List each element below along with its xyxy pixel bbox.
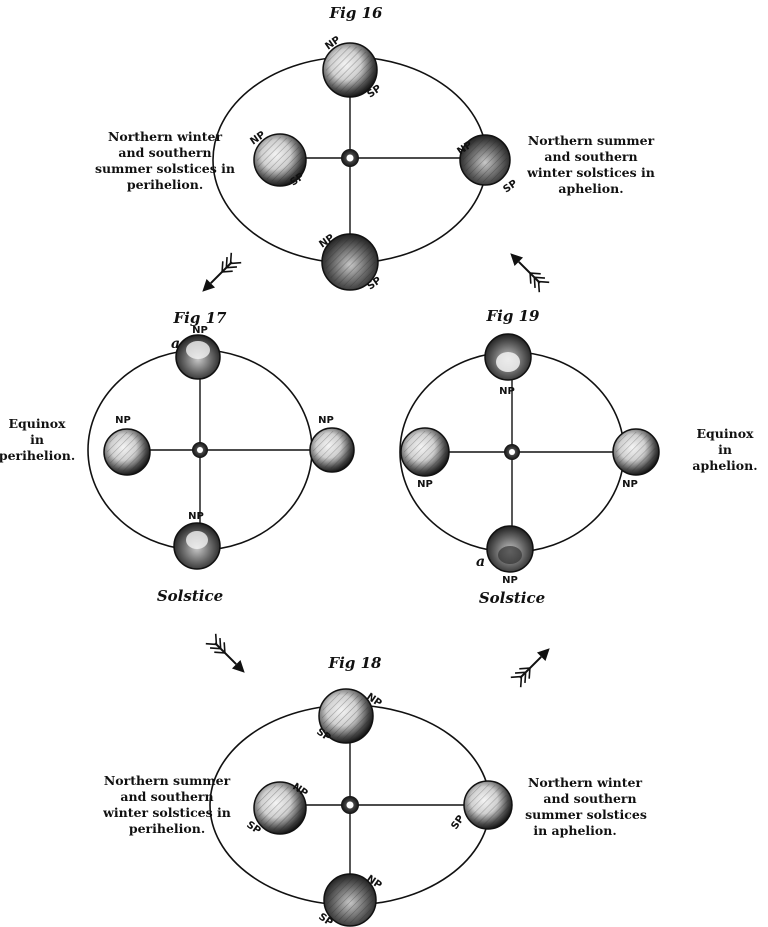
fig-16-caption-right-line-4: aphelion.	[558, 181, 623, 196]
fig-19-marker-a: a	[476, 554, 485, 570]
fig-19-globe-top	[484, 333, 532, 381]
fig-17-caption-line-3: perihelion.	[0, 448, 75, 463]
fig-16-caption-left-line-2: and southern	[118, 145, 211, 160]
fig-17-title: Fig 17	[173, 309, 227, 327]
fig-18-title: Fig 18	[328, 654, 382, 672]
fig-19-globe-left	[400, 427, 450, 477]
arrow-fig16-to-fig17	[202, 252, 242, 292]
fig-19-right-np: NP	[622, 479, 638, 490]
fig-17-left-np: NP	[115, 415, 131, 426]
fig-19-globe-right	[612, 428, 660, 476]
fig-16-title: Fig 16	[329, 4, 383, 22]
fig-16-globe-right	[459, 134, 511, 186]
fig-16-caption-right-line-1: Northern summer	[528, 133, 655, 148]
fig-16-sun	[341, 149, 359, 167]
fig-18-caption-left-line-2: and southern	[120, 789, 213, 804]
fig-18-caption-right-line-1: Northern winter	[528, 775, 643, 790]
fig-16-globe-top	[322, 42, 378, 98]
fig-17-globe-bottom	[173, 522, 221, 570]
fig-17-top-np: NP	[192, 325, 208, 336]
fig-19-top-np: NP	[499, 386, 515, 397]
fig-18-sun	[341, 796, 359, 814]
fig-17-globe-left	[103, 428, 151, 476]
fig-18-caption-right-line-2: and southern	[543, 791, 636, 806]
fig-19-caption-line-2: in	[718, 442, 732, 457]
fig-17-bottom-np: NP	[188, 511, 204, 522]
fig-16-caption-left-line-3: summer solstices in	[95, 161, 235, 176]
fig-17-right-np: NP	[318, 415, 334, 426]
fig-17-caption-line-1: Equinox	[9, 416, 67, 431]
fig-18-globe-bottom	[323, 873, 377, 927]
fig-18-globe-left	[253, 781, 307, 835]
fig-19-bottom-np: NP	[502, 575, 518, 586]
arrow-fig19-to-fig16	[510, 253, 550, 293]
fig-16-caption-right-line-2: and southern	[544, 149, 637, 164]
fig-17-caption-line-2: in	[30, 432, 44, 447]
fig-17-globe-right	[309, 427, 355, 473]
fig-16-right-sp: SP	[501, 178, 519, 195]
fig-16-caption-left: Northern winter and southern summer sols…	[95, 129, 235, 192]
fig-19-solstice-label: Solstice	[479, 589, 545, 607]
fig-18-caption-left: Northern summer and southern winter sols…	[102, 773, 231, 836]
fig-19-left-np: NP	[417, 479, 433, 490]
fig-19-caption-right: Equinox in aphelion.	[692, 426, 757, 473]
fig-18-caption-left-line-3: winter solstices in	[102, 805, 231, 820]
fig-16-caption-right: Northern summer and southern winter sols…	[526, 133, 655, 196]
fig-19-title: Fig 19	[486, 307, 540, 325]
fig-16-caption-left-line-4: perihelion.	[127, 177, 203, 192]
fig-17-sun	[192, 442, 208, 458]
fig-19-sun	[504, 444, 520, 460]
fig-18: Fig 18 NP SP NP SP SP NP SP	[102, 654, 647, 927]
fig-16-caption-right-line-3: winter solstices in	[526, 165, 655, 180]
fig-17-marker-a: a	[171, 336, 180, 352]
fig-18-caption-right: Northern winter and southern summer sols…	[525, 775, 647, 838]
fig-16-caption-left-line-1: Northern winter	[108, 129, 223, 144]
fig-18-caption-right-line-4: in aphelion.	[533, 823, 616, 838]
fig-17-caption-left: Equinox in perihelion.	[0, 416, 75, 463]
fig-16-globe-left	[253, 133, 307, 187]
arrow-fig18-to-fig19	[510, 648, 550, 688]
fig-16: Fig 16 NP SP NP SP NP SP NP S	[95, 4, 655, 292]
fig-19-caption-line-3: aphelion.	[692, 458, 757, 473]
fig-19-globe-bottom	[486, 525, 534, 573]
fig-19: Fig 19 NP NP NP a NP Equinox	[399, 307, 758, 607]
fig-18-caption-left-line-4: perihelion.	[129, 821, 205, 836]
fig-16-globe-bottom	[321, 233, 379, 291]
fig-18-right-sp: SP	[449, 814, 466, 832]
fig-18-globe-top	[318, 688, 374, 744]
fig-17-globe-top	[175, 334, 221, 380]
fig-17: Fig 17 NP a NP NP NP Equinox	[0, 309, 355, 605]
fig-19-caption-line-1: Equinox	[697, 426, 755, 441]
arrow-fig17-to-fig18	[205, 633, 245, 673]
fig-18-caption-right-line-3: summer solstices	[525, 807, 647, 822]
fig-17-solstice-label: Solstice	[157, 587, 223, 605]
fig-18-caption-left-line-1: Northern summer	[104, 773, 231, 788]
fig-18-globe-right	[463, 780, 513, 830]
